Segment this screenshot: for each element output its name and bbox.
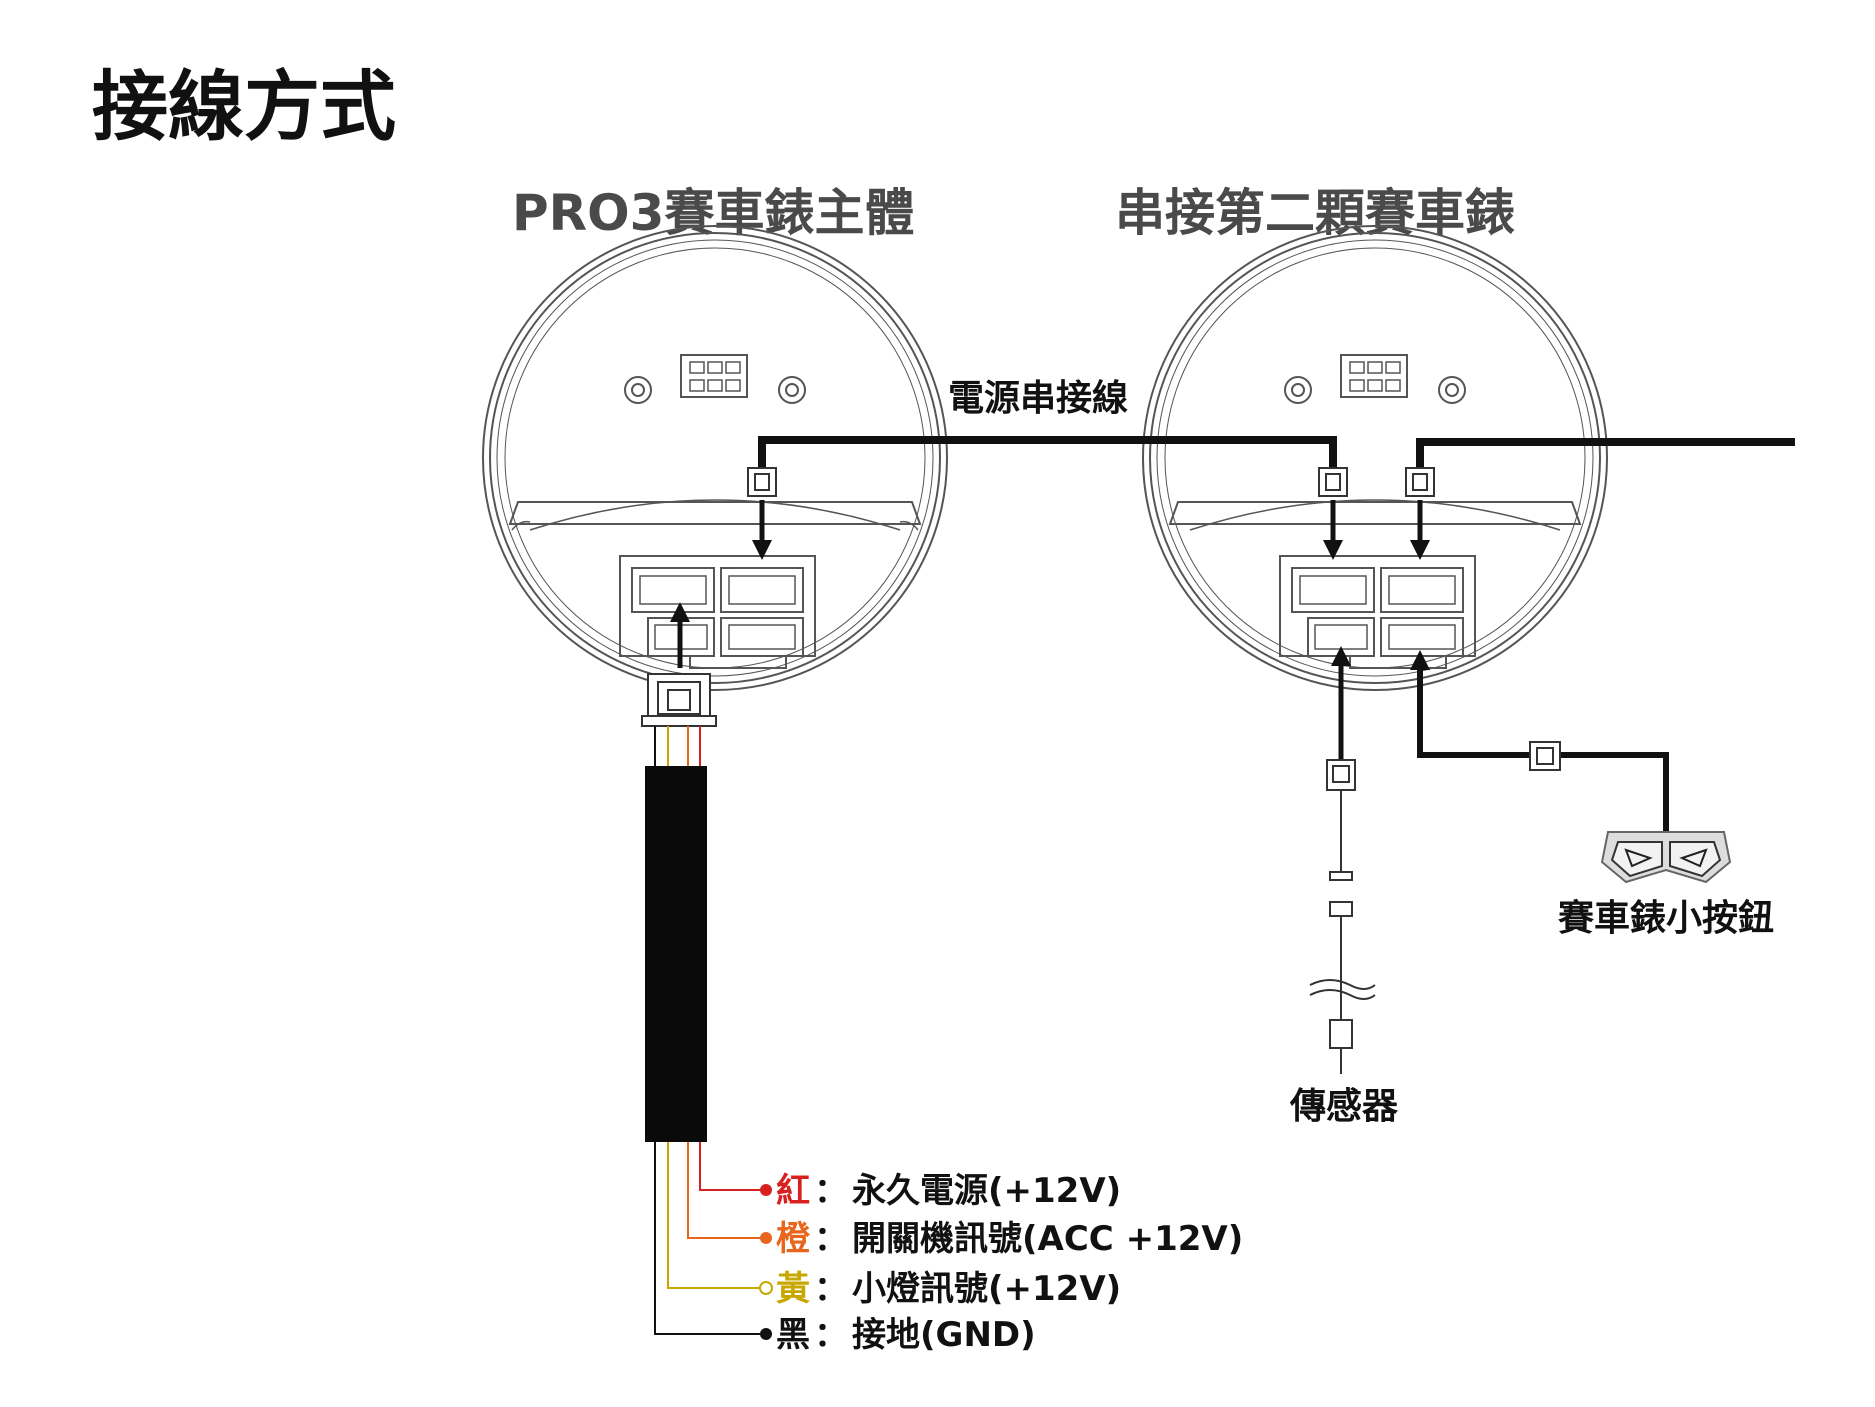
wire-black-desc: 接地(GND) (852, 1315, 1036, 1355)
main-gauge (482, 225, 948, 691)
wire-legend: 紅 ： 永久電源(+12V) 橙 ： 開關機訊號(ACC +12V) 黃 ： 小… (776, 1171, 1243, 1355)
wire-red-desc: 永久電源(+12V) (852, 1171, 1121, 1211)
power-harness-plug (641, 673, 717, 727)
page-title: 接線方式 (92, 62, 396, 151)
button-plug (1529, 741, 1561, 771)
harness-wires-top (654, 726, 701, 766)
wire-yellow-desc: 小燈訊號(+12V) (852, 1269, 1121, 1309)
cable-plugs (747, 467, 1435, 497)
second-gauge-label: 串接第二顆賽車錶 (1115, 184, 1515, 242)
wire-orange-desc: 開關機訊號(ACC +12V) (852, 1219, 1243, 1259)
power-link-cable-label: 電源串接線 (948, 378, 1128, 419)
harness-wires-bottom (654, 1142, 762, 1335)
wire-yellow-sep: ： (814, 1269, 848, 1309)
harness-sleeve (645, 766, 707, 1142)
sensor (1309, 759, 1376, 1074)
wire-orange-color: 橙 (776, 1219, 811, 1259)
power-link-cable (758, 436, 1795, 468)
wire-orange-sep: ： (814, 1219, 848, 1259)
wire-yellow-color: 黃 (776, 1269, 810, 1309)
sensor-label: 傳感器 (1289, 1086, 1399, 1127)
second-gauge (1142, 225, 1608, 691)
wire-dots (759, 1184, 773, 1340)
wire-black-color: 黑 (776, 1315, 810, 1355)
button-label: 賽車錶小按鈕 (1558, 897, 1774, 939)
arrows (670, 500, 1430, 760)
wire-red-color: 紅 (776, 1171, 810, 1211)
button-icon (1600, 831, 1732, 884)
wire-red-sep: ： (814, 1171, 848, 1211)
wire-black-sep: ： (814, 1315, 848, 1355)
